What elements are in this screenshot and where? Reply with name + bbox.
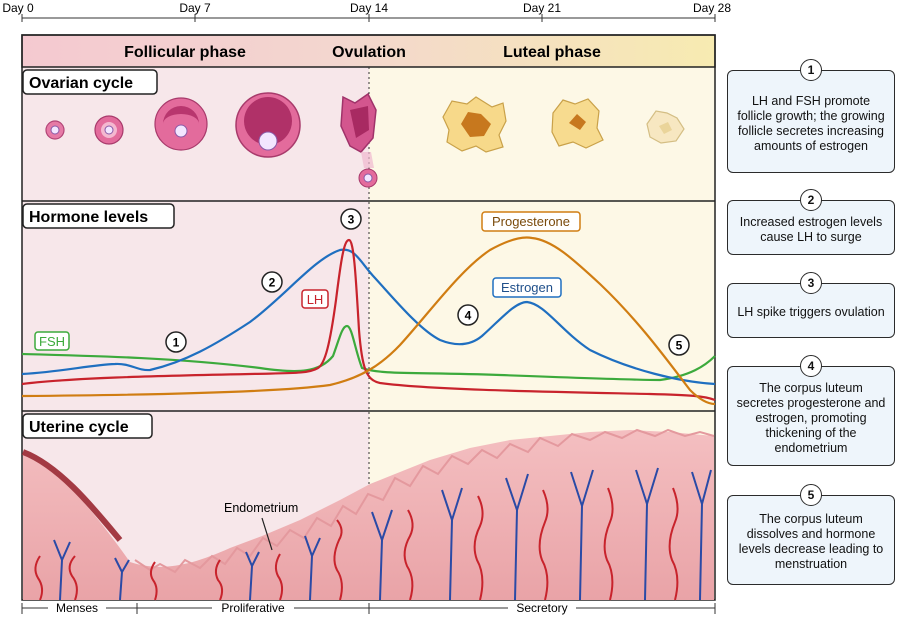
follicle-ovulating	[340, 92, 378, 188]
svg-text:3: 3	[348, 213, 355, 227]
day-7-label: Day 7	[179, 1, 211, 15]
endometrium-pointer	[261, 517, 273, 551]
fsh-curve	[21, 324, 716, 382]
callout-2-number: 2	[800, 189, 822, 211]
svg-text:4: 4	[465, 309, 472, 323]
callout-4-number: 4	[800, 355, 822, 377]
estrogen-curve	[21, 248, 716, 386]
proliferative-label: Proliferative	[221, 601, 285, 615]
marker-3: 3	[340, 208, 362, 230]
corpus-luteum-large	[442, 96, 507, 153]
marker-4: 4	[457, 304, 479, 326]
follicle-primordial	[45, 120, 65, 140]
bottom-ruler: Menses Proliferative Secretory	[21, 601, 716, 615]
marker-1: 1	[165, 331, 187, 353]
luteal-phase-label: Luteal phase	[503, 44, 601, 61]
callout-5-number: 5	[800, 484, 822, 506]
endometrium-tissue	[21, 428, 715, 601]
follicular-phase-label: Follicular phase	[124, 44, 246, 61]
callout-4: 4 The corpus luteum secretes progesteron…	[727, 355, 895, 466]
svg-text:1: 1	[173, 336, 180, 350]
menses-label: Menses	[56, 601, 98, 615]
fsh-tag: FSH	[34, 331, 70, 351]
day-ruler: Day 0 Day 7 Day 14 Day 21 Day 28	[2, 1, 731, 22]
callout-4-text: The corpus luteum secretes progesterone …	[736, 380, 886, 455]
uterine-panel-title: Uterine cycle	[22, 413, 153, 439]
phase-banner	[21, 34, 716, 68]
callout-2: 2 Increased estrogen levels cause LH to …	[727, 189, 895, 255]
svg-text:Uterine cycle: Uterine cycle	[29, 419, 129, 436]
marker-5: 5	[668, 334, 690, 356]
lh-curve	[21, 238, 716, 402]
corpus-luteum-medium	[551, 98, 604, 149]
callout-1-number: 1	[800, 59, 822, 81]
endometrium-label: Endometrium	[224, 501, 298, 515]
day-0-label: Day 0	[2, 1, 34, 15]
callout-3-text: LH spike triggers ovulation	[737, 305, 885, 319]
day-21-label: Day 21	[523, 1, 561, 15]
follicle-primary	[94, 115, 124, 145]
secretory-label: Secretory	[516, 601, 567, 615]
lh-tag: LH	[301, 289, 329, 309]
svg-text:Hormone levels: Hormone levels	[29, 209, 148, 226]
callout-5: 5 The corpus luteum dissolves and hormon…	[727, 484, 895, 585]
callout-3: 3 LH spike triggers ovulation	[727, 272, 895, 338]
svg-text:5: 5	[676, 339, 683, 353]
svg-text:2: 2	[269, 276, 276, 290]
svg-text:Estrogen: Estrogen	[501, 280, 553, 295]
svg-text:Ovarian cycle: Ovarian cycle	[29, 75, 133, 92]
hormone-panel-title: Hormone levels	[22, 203, 175, 229]
svg-text:Progesterone: Progesterone	[492, 214, 570, 229]
svg-text:LH: LH	[307, 292, 324, 307]
callout-1-text: LH and FSH promote follicle growth; the …	[737, 93, 885, 153]
follicle-secondary	[154, 97, 208, 151]
callout-1: 1 LH and FSH promote follicle growth; th…	[727, 59, 895, 173]
callout-3-number: 3	[800, 272, 822, 294]
ovulation-label: Ovulation	[332, 44, 406, 61]
day-14-label: Day 14	[350, 1, 388, 15]
follicle-mature	[235, 92, 301, 158]
callout-2-text: Increased estrogen levels cause LH to su…	[739, 214, 883, 244]
marker-2: 2	[261, 271, 283, 293]
estrogen-tag: Estrogen	[492, 277, 562, 298]
svg-text:FSH: FSH	[39, 334, 65, 349]
callout-5-text: The corpus luteum dissolves and hormone …	[738, 512, 884, 571]
ovarian-panel-title: Ovarian cycle	[22, 69, 158, 95]
day-28-label: Day 28	[693, 1, 731, 15]
progesterone-tag: Progesterone	[481, 211, 581, 232]
corpus-albicans	[646, 110, 685, 144]
progesterone-curve	[21, 236, 716, 406]
